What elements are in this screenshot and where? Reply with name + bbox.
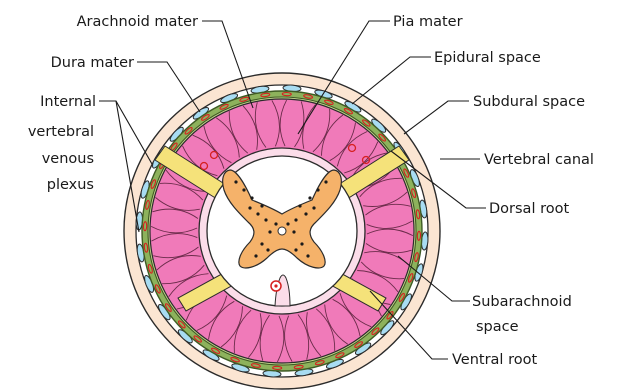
neuron-dot <box>248 206 251 209</box>
neuron-dot <box>300 242 303 245</box>
neuron-dot <box>260 204 263 207</box>
label-subdural-space: Subdural space <box>473 94 585 110</box>
neuron-dot <box>304 212 307 215</box>
label-venous-plexus-line-4: plexus <box>47 177 94 193</box>
anterior-spinal-artery-dot <box>274 284 277 287</box>
label-dorsal-root: Dorsal root <box>489 201 569 217</box>
neuron-dot <box>250 196 253 199</box>
neuron-dot <box>266 248 269 251</box>
neuron-dot <box>306 254 309 257</box>
neuron-dot <box>264 218 267 221</box>
label-epidural-space: Epidural space <box>434 50 541 66</box>
neuron-dot <box>268 230 271 233</box>
central-canal <box>278 227 286 235</box>
neuron-dot <box>274 222 277 225</box>
neuron-dot <box>254 254 257 257</box>
neuron-dot <box>294 248 297 251</box>
label-venous-plexus-line-3: venous <box>42 151 94 167</box>
label-subarachnoid-line-2: space <box>476 319 519 335</box>
label-vertebral-canal: Vertebral canal <box>484 152 594 168</box>
label-subarachnoid-line-1: Subarachnoid <box>472 294 572 310</box>
neuron-dot <box>292 230 295 233</box>
neuron-dot <box>298 204 301 207</box>
neuron-dot <box>294 218 297 221</box>
neuron-dot <box>324 180 327 183</box>
neuron-dot <box>286 222 289 225</box>
neuron-dot <box>308 196 311 199</box>
leader-subdural-space <box>404 101 469 134</box>
label-arachnoid-mater: Arachnoid mater <box>77 14 198 30</box>
label-venous-plexus-line-2: vertebral <box>28 124 94 140</box>
neuron-dot <box>256 212 259 215</box>
neuron-dot <box>312 206 315 209</box>
neuron-dot <box>260 242 263 245</box>
neuron-dot <box>234 180 237 183</box>
neuron-dot <box>316 188 319 191</box>
neuron-dot <box>242 188 245 191</box>
label-ventral-root: Ventral root <box>452 352 537 368</box>
label-pia-mater: Pia mater <box>393 14 463 30</box>
label-venous-plexus-line-1: Internal <box>40 94 96 110</box>
label-dura-mater: Dura mater <box>51 55 134 71</box>
